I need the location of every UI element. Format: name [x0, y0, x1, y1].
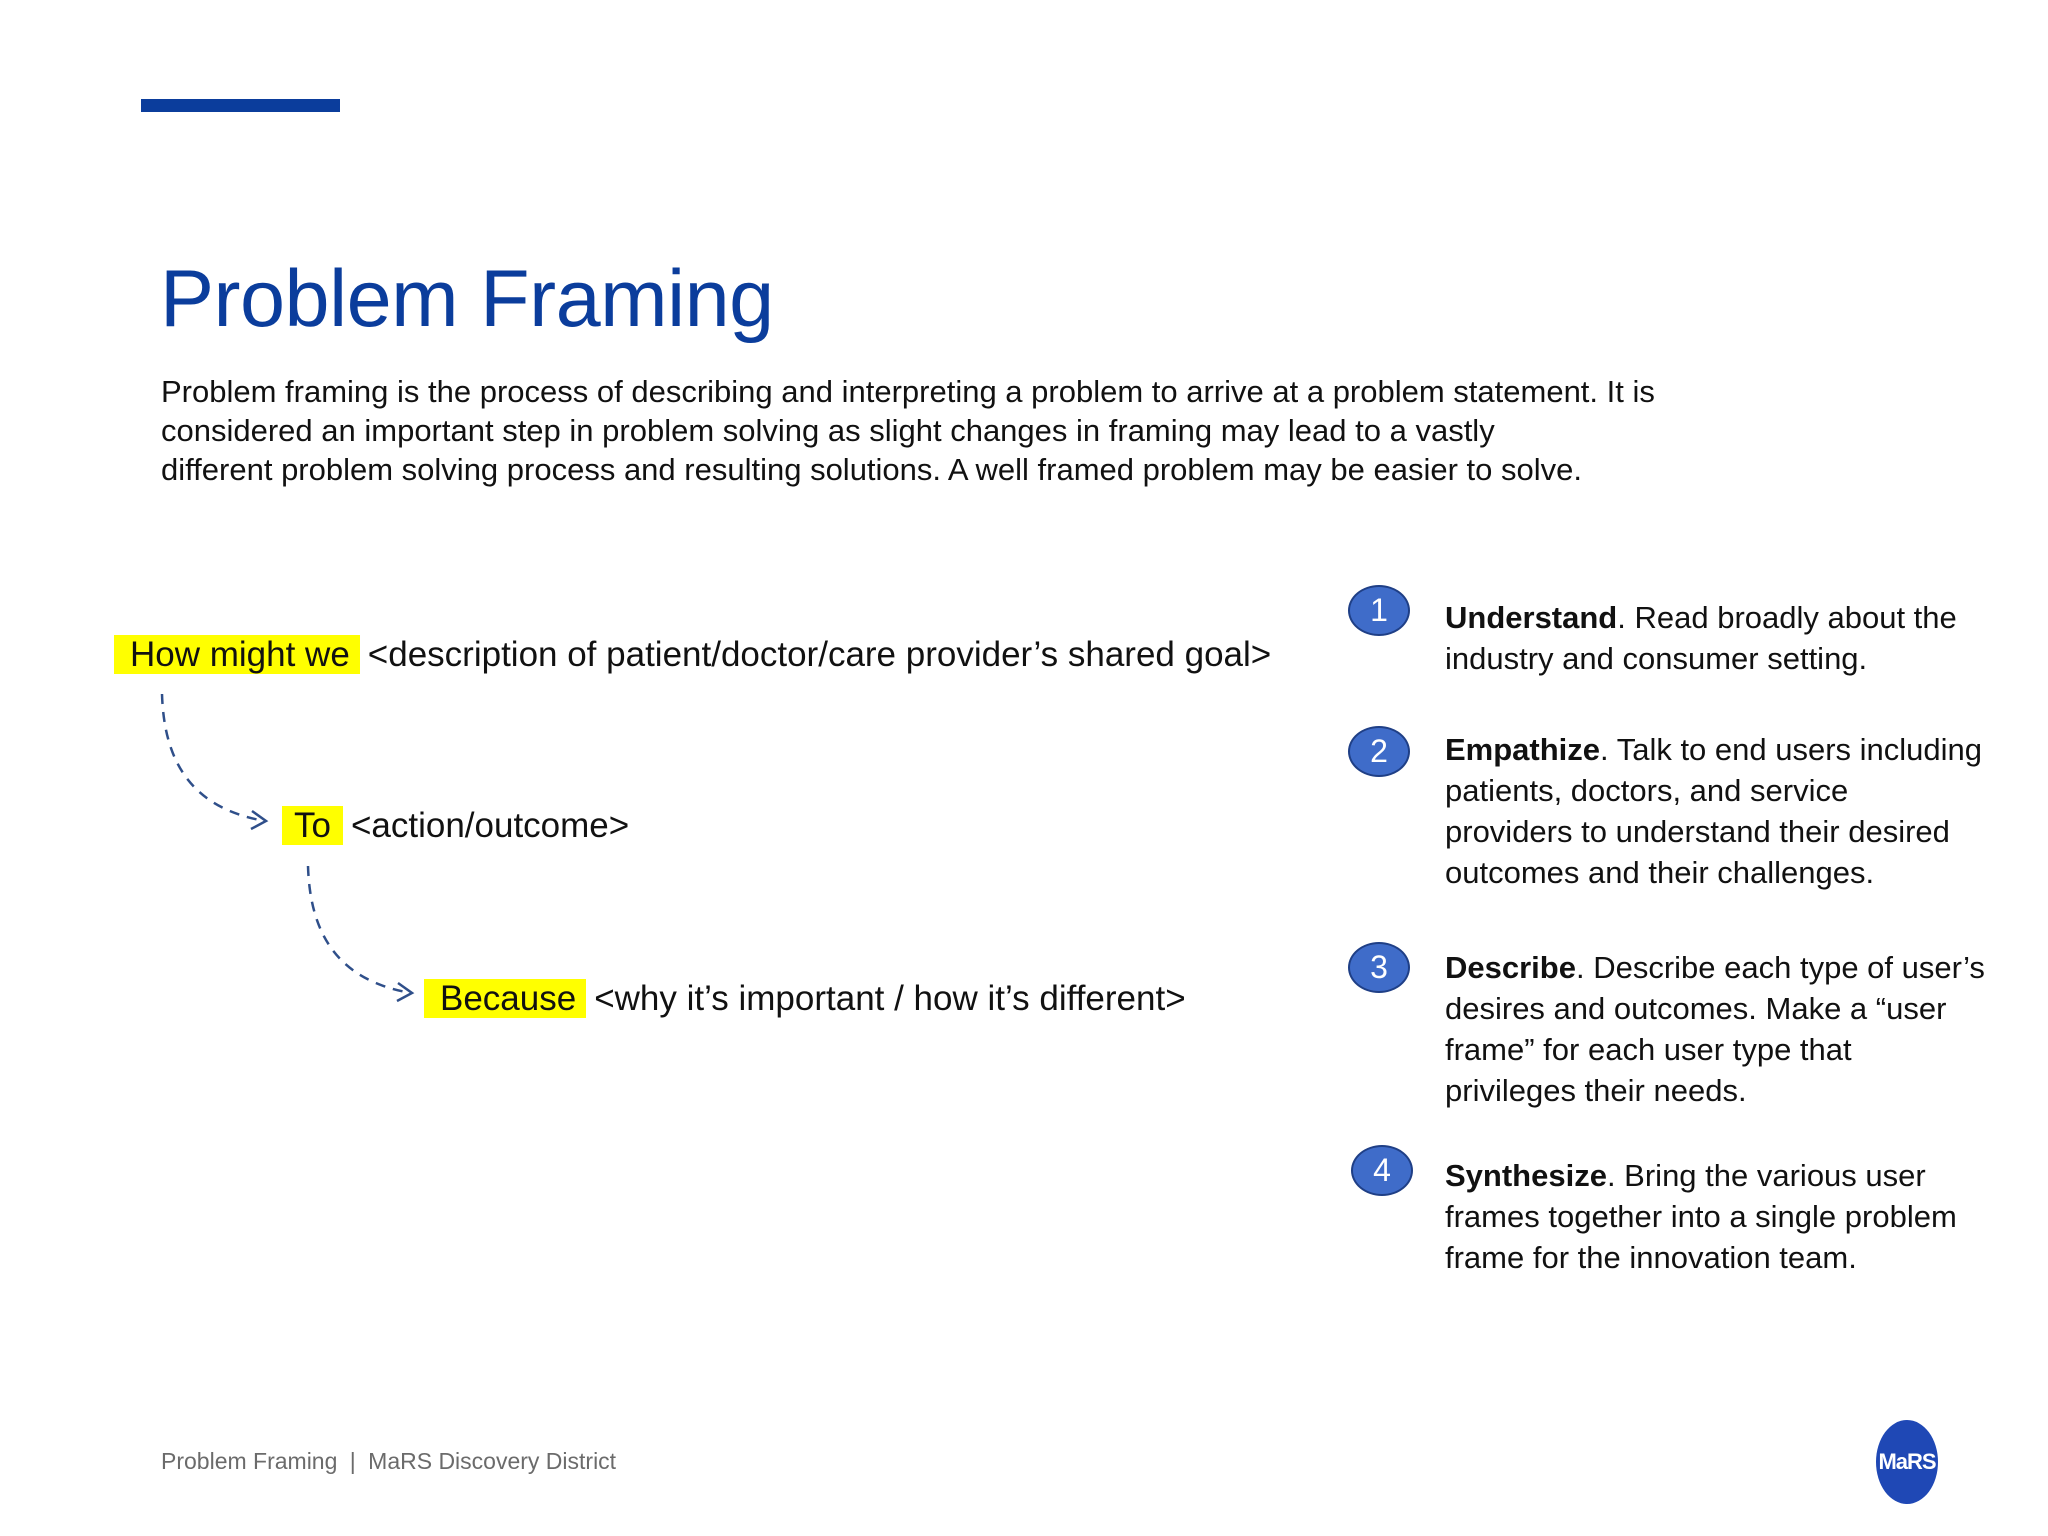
slide-footer: Problem Framing | MaRS Discovery Distric…	[161, 1448, 616, 1475]
frame-keyword-how-might-we: How might we	[114, 635, 360, 674]
step-number-badge: 3	[1348, 942, 1410, 993]
frame-line-how-might-we: How might we<description of patient/doct…	[114, 633, 1271, 677]
frame-placeholder-outcome: <action/outcome>	[350, 806, 630, 845]
intro-line: Problem framing is the process of descri…	[161, 374, 1655, 409]
step-describe: Describe. Describe each type of user’s d…	[1445, 950, 1985, 1108]
step-heading: Empathize	[1445, 732, 1601, 767]
intro-line: considered an important step in problem …	[161, 413, 1495, 448]
step-number-badge: 4	[1351, 1145, 1413, 1196]
step-heading: Synthesize	[1445, 1158, 1607, 1193]
frame-keyword-to: To	[282, 806, 343, 845]
frame-line-to: To<action/outcome>	[282, 804, 629, 848]
frame-placeholder-why: <why it’s important / how it’s different…	[594, 979, 1186, 1018]
footer-separator: |	[349, 1448, 356, 1474]
dashed-curved-arrow-icon	[160, 693, 269, 831]
step-understand: Understand. Read broadly about the indus…	[1445, 600, 1957, 676]
frame-line-because: Because<why it’s important / how it’s di…	[424, 977, 1186, 1021]
frame-keyword-because: Because	[424, 979, 587, 1018]
dashed-curved-arrow-icon	[306, 865, 415, 1003]
step-empathize: Empathize. Talk to end users including p…	[1445, 732, 1983, 890]
step-heading: Describe	[1445, 950, 1576, 985]
frame-placeholder-goal: <description of patient/doctor/care prov…	[367, 635, 1272, 674]
step-heading: Understand	[1445, 600, 1618, 635]
mars-logo-icon: MaRS	[1876, 1420, 1938, 1504]
slide-title: Problem Framing	[160, 254, 774, 344]
intro-paragraph: Problem framing is the process of descri…	[161, 372, 1861, 489]
step-number-badge: 2	[1348, 726, 1410, 777]
step-synthesize: Synthesize. Bring the various user frame…	[1445, 1158, 1957, 1275]
title-accent-bar	[141, 99, 340, 112]
intro-line: different problem solving process and re…	[161, 452, 1582, 487]
step-number-badge: 1	[1348, 585, 1410, 636]
footer-organization: MaRS Discovery District	[368, 1448, 617, 1474]
footer-deck-title: Problem Framing	[161, 1448, 338, 1474]
